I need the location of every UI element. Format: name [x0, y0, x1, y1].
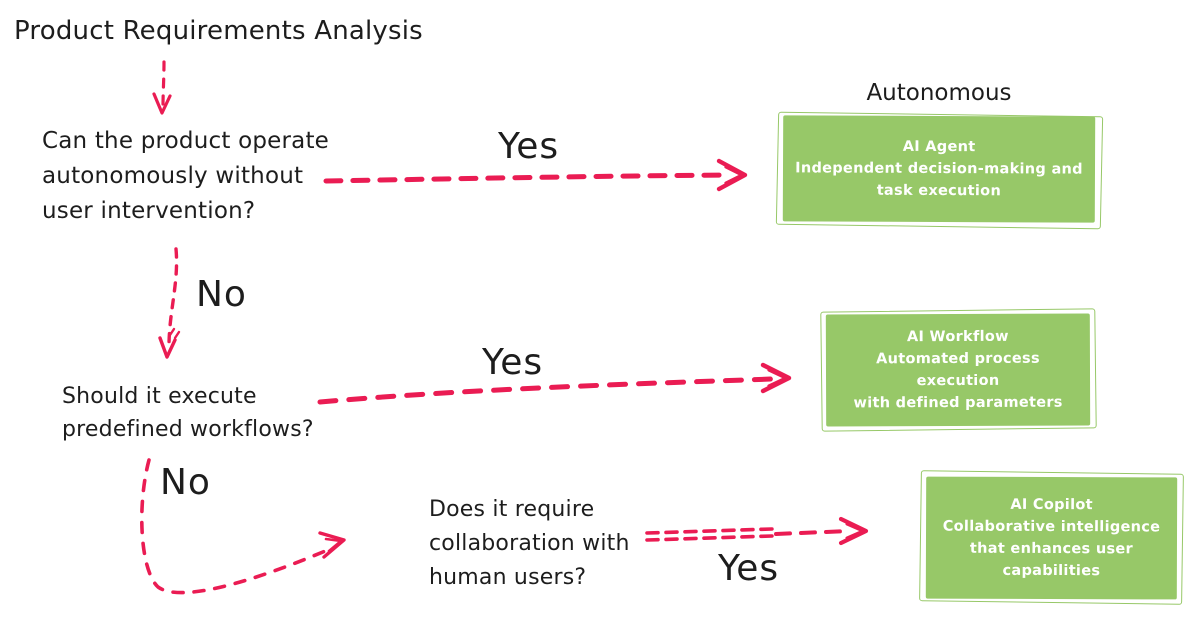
question-1-line: Can the product operate [42, 128, 330, 154]
edge-label-no-1: No [196, 274, 247, 315]
outcome-box-ai-workflow: AI Workflow Automated process execution … [825, 313, 1091, 427]
arrow-q3-yes-icon [645, 516, 869, 546]
question-3: Does it require collaboration with human… [429, 493, 630, 595]
question-1: Can the product operate autonomously wit… [42, 124, 329, 229]
outcome-name: AI Agent [902, 138, 976, 156]
outcome-description-line: Independent decision-making and [795, 160, 1083, 178]
page-title: Product Requirements Analysis [14, 16, 423, 46]
outcome-box-ai-agent: AI Agent Independent decision-making and… [782, 115, 1096, 223]
question-2: Should it execute predefined workflows? [62, 380, 314, 446]
question-2-line: Should it execute [62, 384, 257, 409]
edge-label-yes-1: Yes [498, 126, 560, 167]
outcome-name: AI Workflow [906, 328, 1009, 346]
edge-label-no-2: No [160, 462, 211, 503]
arrow-title-to-q1-icon [152, 60, 172, 115]
category-label-autonomous: Autonomous [866, 80, 1012, 106]
arrow-q2-yes-icon [317, 362, 792, 405]
outcome-name: AI Copilot [1010, 496, 1093, 514]
outcome-description-line: task execution [876, 182, 1002, 200]
outcome-description-line: Automated process execution [876, 350, 1040, 390]
question-3-line: Does it require [429, 497, 595, 522]
outcome-description-line: Collaborative intelligence [942, 518, 1161, 536]
outcome-description-line: that enhances user [969, 540, 1134, 558]
question-2-line: predefined workflows? [62, 417, 314, 442]
question-3-line: collaboration with [429, 531, 630, 556]
question-1-line: autonomously without [42, 163, 304, 189]
edge-label-yes-2: Yes [482, 342, 544, 383]
arrow-q1-no-icon [158, 247, 181, 359]
question-3-line: human users? [429, 565, 587, 590]
outcome-description-line: capabilities [1002, 562, 1101, 580]
outcome-description-line: with defined parameters [853, 394, 1063, 412]
question-1-line: user intervention? [42, 198, 256, 224]
outcome-box-ai-copilot: AI Copilot Collaborative intelligence th… [925, 476, 1178, 600]
edge-label-yes-3: Yes [718, 548, 780, 589]
